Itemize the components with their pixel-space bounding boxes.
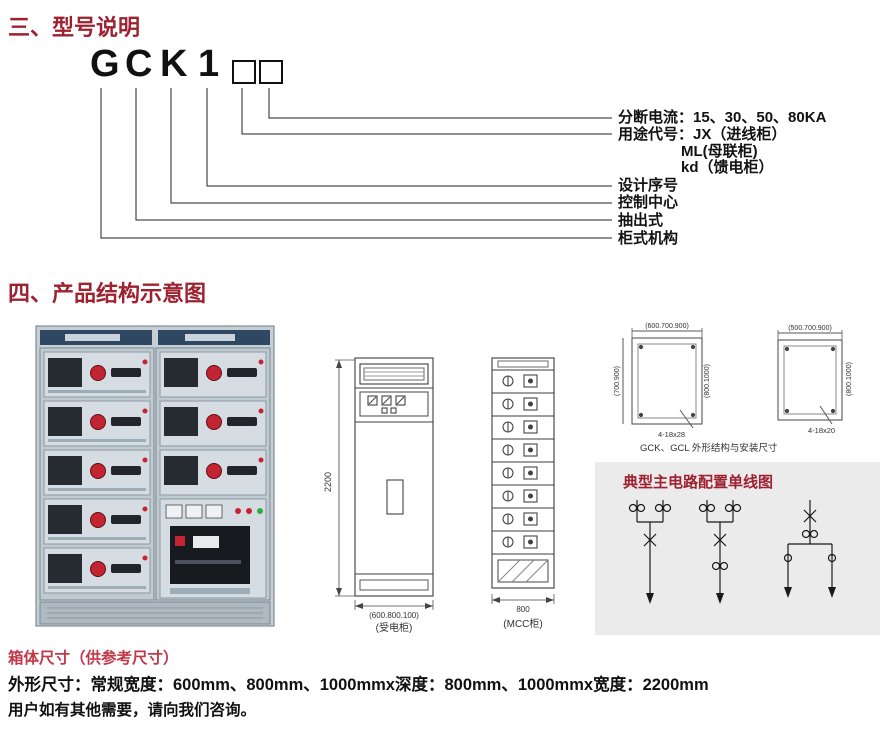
outline-left-side-dim: (700.900): [614, 366, 621, 396]
outline-caption: GCK、GCL 外形结构与安装尺寸: [640, 442, 778, 454]
model-label-cabinet-structure: 柜式机构: [618, 230, 679, 247]
mcc-width-dim: 800: [516, 605, 530, 614]
receiving-width-dim: (600.800.100): [369, 611, 419, 620]
mcc-cabinet-drawing: 800 (MCC柜): [491, 357, 555, 630]
outline-left-right-dim: (800.1000): [704, 364, 711, 398]
section4-title: 四、产品结构示意图: [8, 281, 207, 306]
model-label-drawout-type: 抽出式: [618, 212, 664, 229]
circuit-panel-title: 典型主电路配置单线图: [623, 474, 774, 491]
breaker-section: [159, 498, 267, 599]
model-label-design-serial: 设计序号: [618, 177, 679, 194]
model-label-breaking-current: 分断电流：15、30、50、80KA: [618, 109, 827, 126]
section3-title: 三、型号说明: [8, 15, 141, 40]
footer-consult-note: 用户如有其他需要，请向我们咨询。: [8, 702, 257, 719]
outline-dimension-drawing: (600.700.900) (700.900) (800.1000) 4-18x…: [614, 323, 853, 454]
outline-right-top-dim: (500.700.900): [788, 325, 832, 332]
outline-right-side-dim: (800.1000): [846, 362, 853, 396]
footer-box-size-note: 箱体尺寸（供参考尺寸）: [8, 650, 179, 667]
outline-left-note: 4-18x28: [658, 430, 685, 439]
receiving-caption: (受电柜): [376, 621, 413, 634]
cabinet-photo: [35, 325, 275, 627]
model-leader-lines: [100, 88, 612, 239]
single-line-diagrams: [628, 500, 837, 604]
model-label-usage-kd: kd（馈电柜）: [681, 159, 774, 176]
outline-right-note: 4-18x20: [808, 426, 835, 435]
model-box-2: [259, 60, 283, 84]
model-label-usage-ml: ML(母联柜): [681, 143, 758, 160]
receiving-cabinet-drawing: 2200 (600.80: [323, 357, 434, 634]
footer-outline-size: 外形尺寸：常规宽度：600mm、800mm、1000mmx深度：800mm、10…: [8, 676, 709, 694]
model-letter-c: C: [125, 43, 153, 85]
right-drawer-stack: [159, 351, 267, 496]
model-label-control-center: 控制中心: [618, 194, 679, 211]
model-letter-1: 1: [198, 43, 220, 85]
circuit-panel: 典型主电路配置单线图: [595, 462, 880, 635]
receiving-height-dim: 2200: [323, 472, 333, 492]
model-letter-g: G: [90, 43, 120, 85]
outline-left-top-dim: (600.700.900): [645, 323, 689, 330]
model-letter-k: K: [160, 43, 188, 85]
mcc-caption: (MCC柜): [503, 617, 542, 630]
model-label-usage-code: 用途代号：JX（进线柜）: [618, 126, 787, 143]
model-box-1: [232, 60, 256, 84]
left-drawer-stack: [43, 351, 151, 594]
